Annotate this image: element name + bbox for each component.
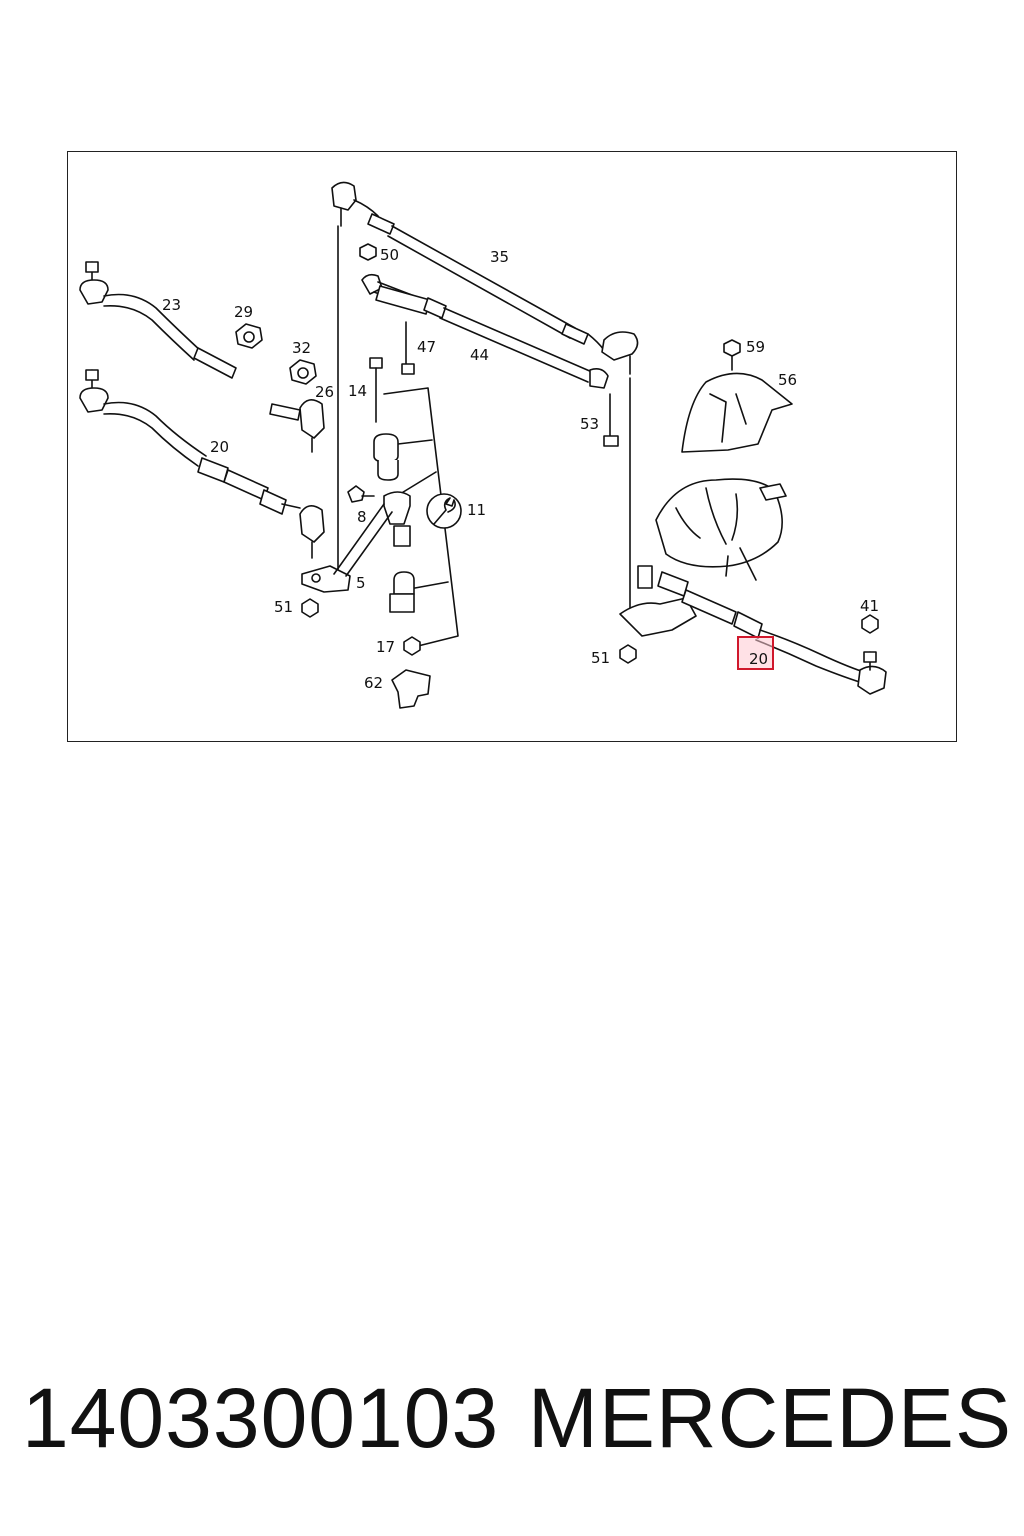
nut-50 xyxy=(359,243,377,261)
label-23: 23 xyxy=(162,296,181,314)
diagram-frame xyxy=(67,151,957,742)
label-62: 62 xyxy=(364,674,383,692)
label-47: 47 xyxy=(417,338,436,356)
bolt-14 xyxy=(369,357,383,423)
clip-62 xyxy=(391,669,431,709)
nut-51-right xyxy=(619,644,637,664)
pitman-arm xyxy=(619,565,697,637)
label-14: 14 xyxy=(348,382,367,400)
bolt-59 xyxy=(723,339,741,371)
label-35: 35 xyxy=(490,248,509,266)
idler-arm-bushings xyxy=(373,433,415,613)
wrench-icon xyxy=(426,493,462,529)
label-51-right: 51 xyxy=(591,649,610,667)
nut-17 xyxy=(403,636,421,656)
steering-damper-44 xyxy=(361,273,609,389)
tie-rod-23 xyxy=(79,261,237,379)
bolt-53 xyxy=(603,393,619,447)
label-20-right: 20 xyxy=(749,650,768,668)
nut-32 xyxy=(289,359,317,385)
label-20-left: 20 xyxy=(210,438,229,456)
label-8: 8 xyxy=(357,508,367,526)
label-32: 32 xyxy=(292,339,311,357)
drag-link-35 xyxy=(331,181,639,375)
brand-name: MERCEDES xyxy=(527,1370,1012,1465)
highlight-box-part-20 xyxy=(737,636,774,670)
nut-41 xyxy=(861,614,879,634)
tie-rod-20-left xyxy=(79,369,325,559)
label-41: 41 xyxy=(860,597,879,615)
label-26: 26 xyxy=(315,383,334,401)
ball-joint-26 xyxy=(269,399,325,453)
tie-rod-20-right xyxy=(657,571,887,695)
label-29: 29 xyxy=(234,303,253,321)
label-17: 17 xyxy=(376,638,395,656)
label-11: 11 xyxy=(467,501,486,519)
label-5: 5 xyxy=(356,574,366,592)
idler-arm-5 xyxy=(301,503,393,593)
label-56: 56 xyxy=(778,371,797,389)
bolt-8 xyxy=(347,485,375,503)
label-59: 59 xyxy=(746,338,765,356)
bolt-47 xyxy=(401,321,415,375)
steering-gear-box xyxy=(655,478,787,581)
heat-shield-56 xyxy=(681,372,793,453)
label-50: 50 xyxy=(380,246,399,264)
label-51-left: 51 xyxy=(274,598,293,616)
steering-linkage-diagram: 35 50 23 29 47 44 32 26 14 59 56 53 20 1… xyxy=(79,181,887,709)
nut-29 xyxy=(235,323,263,349)
nut-51-left xyxy=(301,598,319,618)
label-53: 53 xyxy=(580,415,599,433)
label-44: 44 xyxy=(470,346,489,364)
part-number: 1403300103 xyxy=(22,1370,500,1465)
caption-bar: 1403300103 MERCEDES xyxy=(22,1368,1012,1468)
